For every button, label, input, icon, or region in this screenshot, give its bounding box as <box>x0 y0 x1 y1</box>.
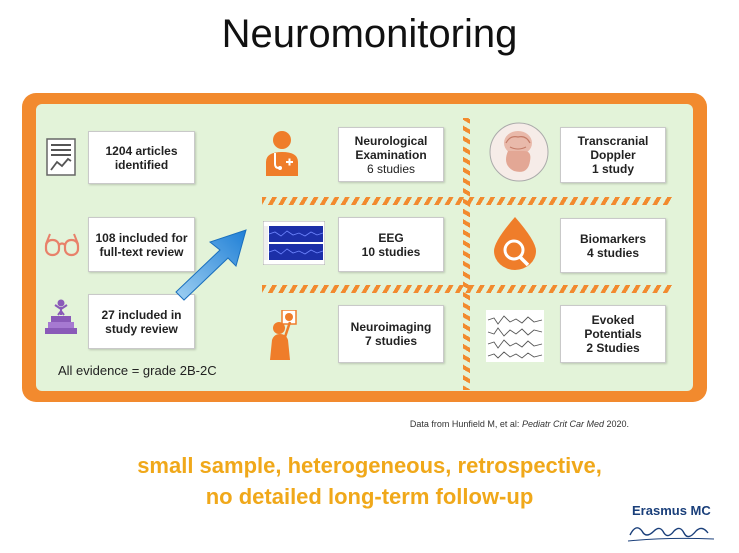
source-year: 2020. <box>603 419 629 429</box>
limitations-line-1: small sample, heterogeneous, retrospecti… <box>137 453 602 478</box>
evoked-count: 2 Studies <box>586 341 640 355</box>
books-person-icon <box>45 299 77 334</box>
page-title: Neuromonitoring <box>221 12 518 56</box>
limitations-text: small sample, heterogeneous, retrospecti… <box>0 450 739 512</box>
study-review-count-text: 27 included in <box>101 307 182 322</box>
transcranial-doppler-box: Transcranial Doppler 1 study <box>560 127 666 183</box>
full-text-review-box: 108 included for full-text review <box>88 217 195 272</box>
neuro-exam-label-2: Examination <box>355 147 427 162</box>
neuro-exam-label-1: Neurological <box>354 133 428 148</box>
eeg-trace-icon <box>263 221 325 265</box>
study-review-box: 27 included in study review <box>88 294 195 349</box>
arrow-icon <box>175 229 247 301</box>
articles-identified-box: 1204 articles identified <box>88 131 195 184</box>
eeg-label: EEG <box>378 230 404 245</box>
tcd-label-1: Transcranial <box>577 134 649 148</box>
evoked-label-1: Evoked <box>591 313 635 327</box>
waveform-icon <box>486 310 544 362</box>
tcd-label-2: Doppler <box>590 148 636 162</box>
source-prefix: Data from Hunfield M, et al: <box>409 419 522 429</box>
doctor-icon <box>266 131 298 176</box>
erasmus-mc-logo: Erasmus MC <box>632 503 711 518</box>
evidence-grade: All evidence = grade 2B-2C <box>58 363 217 378</box>
neurological-exam-box: Neurological Examination 6 studies <box>338 127 444 182</box>
full-text-count-text: 108 included for <box>95 230 188 245</box>
biomarkers-label: Biomarkers <box>579 231 647 246</box>
biomarkers-box: Biomarkers 4 studies <box>560 218 666 273</box>
eeg-count: 10 studies <box>361 244 421 259</box>
neuroimaging-person-icon <box>270 310 297 360</box>
source-citation: Data from Hunfield M, et al: Pediatr Cri… <box>410 419 629 429</box>
evoked-label-2: Potentials <box>584 327 642 341</box>
tcd-count: 1 study <box>591 162 634 176</box>
glasses-icon <box>44 233 80 257</box>
fetus-brain-icon <box>489 122 549 182</box>
study-review-label-text: study review <box>105 321 178 336</box>
separator-vertical <box>463 118 470 390</box>
full-text-label-text: full-text review <box>99 244 184 259</box>
neuro-exam-count: 6 studies <box>366 161 416 176</box>
biomarkers-count: 4 studies <box>586 245 640 260</box>
articles-identified-text: identified <box>114 157 169 172</box>
ezafung-signature-icon <box>627 527 715 542</box>
neuroimaging-box: Neuroimaging 7 studies <box>338 305 444 363</box>
neuroimaging-label: Neuroimaging <box>350 320 432 334</box>
document-chart-icon <box>46 138 76 176</box>
eeg-box: EEG 10 studies <box>338 217 444 272</box>
articles-count-text: 1204 articles <box>105 143 178 158</box>
source-journal: Pediatr Crit Car Med <box>521 419 604 429</box>
limitations-line-2: no detailed long-term follow-up <box>205 484 534 509</box>
ezafung-signature <box>626 519 716 549</box>
neuroimaging-count: 7 studies <box>364 334 418 348</box>
evoked-potentials-box: Evoked Potentials 2 Studies <box>560 305 666 363</box>
magnifier-drop-icon <box>494 217 536 270</box>
